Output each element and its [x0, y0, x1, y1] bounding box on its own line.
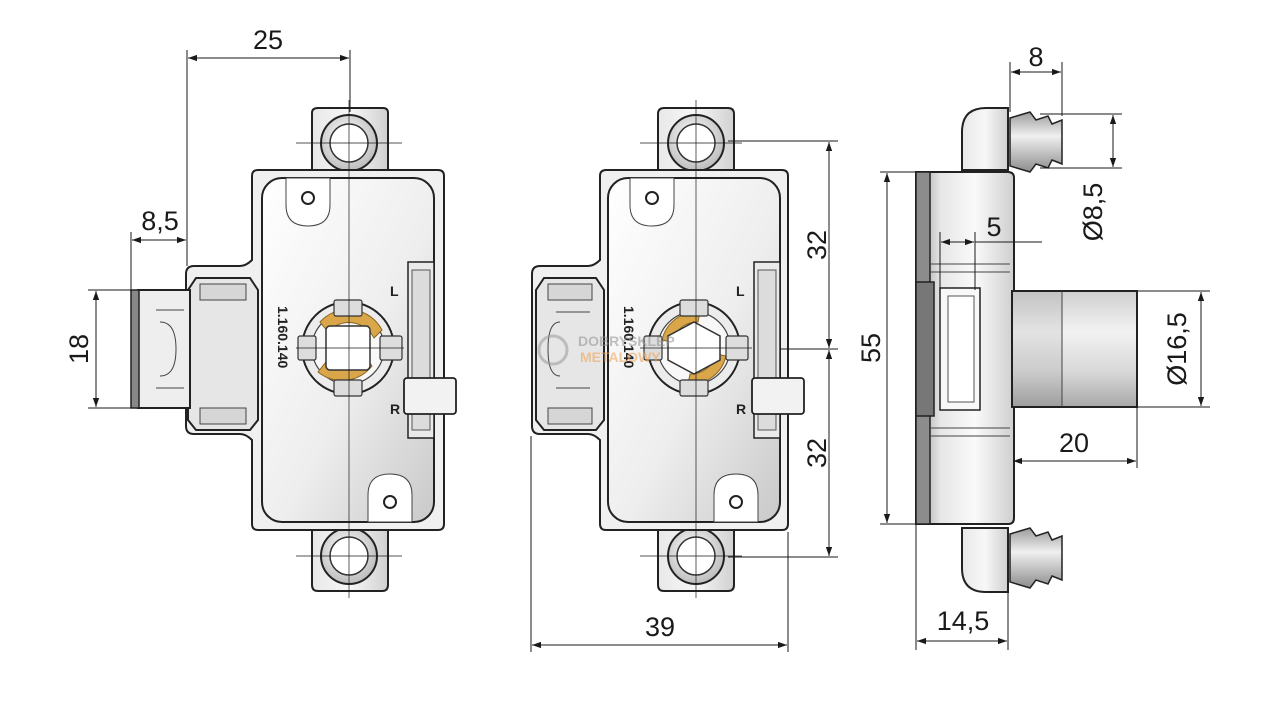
svg-text:DOBRYSKLEP: DOBRYSKLEP	[578, 333, 675, 349]
middle-view: 1.160.140 L R DOBRYSKLEP METALOWY	[531, 100, 805, 598]
mark-l: L	[390, 283, 399, 299]
dim-left-offset: 8,5	[141, 206, 179, 236]
bolt-housing	[187, 277, 259, 431]
key-cylinder	[1011, 290, 1138, 408]
right-view	[915, 107, 1138, 593]
dim-left-width: 25	[253, 25, 283, 55]
dim-middle-upper: 32	[802, 230, 832, 260]
svg-text:METALOWY: METALOWY	[580, 349, 661, 365]
middle-dimensions: 32 32 39	[530, 140, 838, 652]
watermark: DOBRYSKLEP METALOWY	[537, 333, 675, 366]
dim-left-height: 18	[64, 334, 94, 364]
latch-bolt	[137, 289, 191, 409]
top-pin	[1009, 111, 1063, 173]
dim-right-body-width: 14,5	[937, 606, 990, 636]
dim-right-height: 55	[856, 333, 886, 363]
dim-right-pin-dia: Ø8,5	[1078, 183, 1108, 242]
left-dimensions: 25 8,5 18	[64, 25, 351, 409]
bottom-pin	[1009, 527, 1063, 589]
svg-text:1.160.140: 1.160.140	[621, 306, 637, 368]
dim-right-depth: 8	[1028, 42, 1043, 72]
part-number-stamp: 1.160.140	[275, 306, 291, 368]
top-screw-hole	[301, 191, 315, 205]
left-view: 1.160.140 L R	[130, 100, 457, 598]
right-dimensions: 8 Ø8,5 5 55 Ø16,5 20 14,5	[856, 42, 1210, 650]
bottom-screw-hole	[383, 495, 397, 509]
dim-middle-width: 39	[645, 612, 675, 642]
mark-r: R	[390, 401, 400, 417]
dim-right-cyl-len: 20	[1059, 428, 1089, 458]
dim-right-cyl-dia: Ø16,5	[1162, 312, 1192, 386]
dim-middle-lower: 32	[802, 438, 832, 468]
dim-right-gap: 5	[986, 212, 1001, 242]
svg-text:R: R	[736, 401, 746, 417]
svg-text:L: L	[736, 283, 745, 299]
